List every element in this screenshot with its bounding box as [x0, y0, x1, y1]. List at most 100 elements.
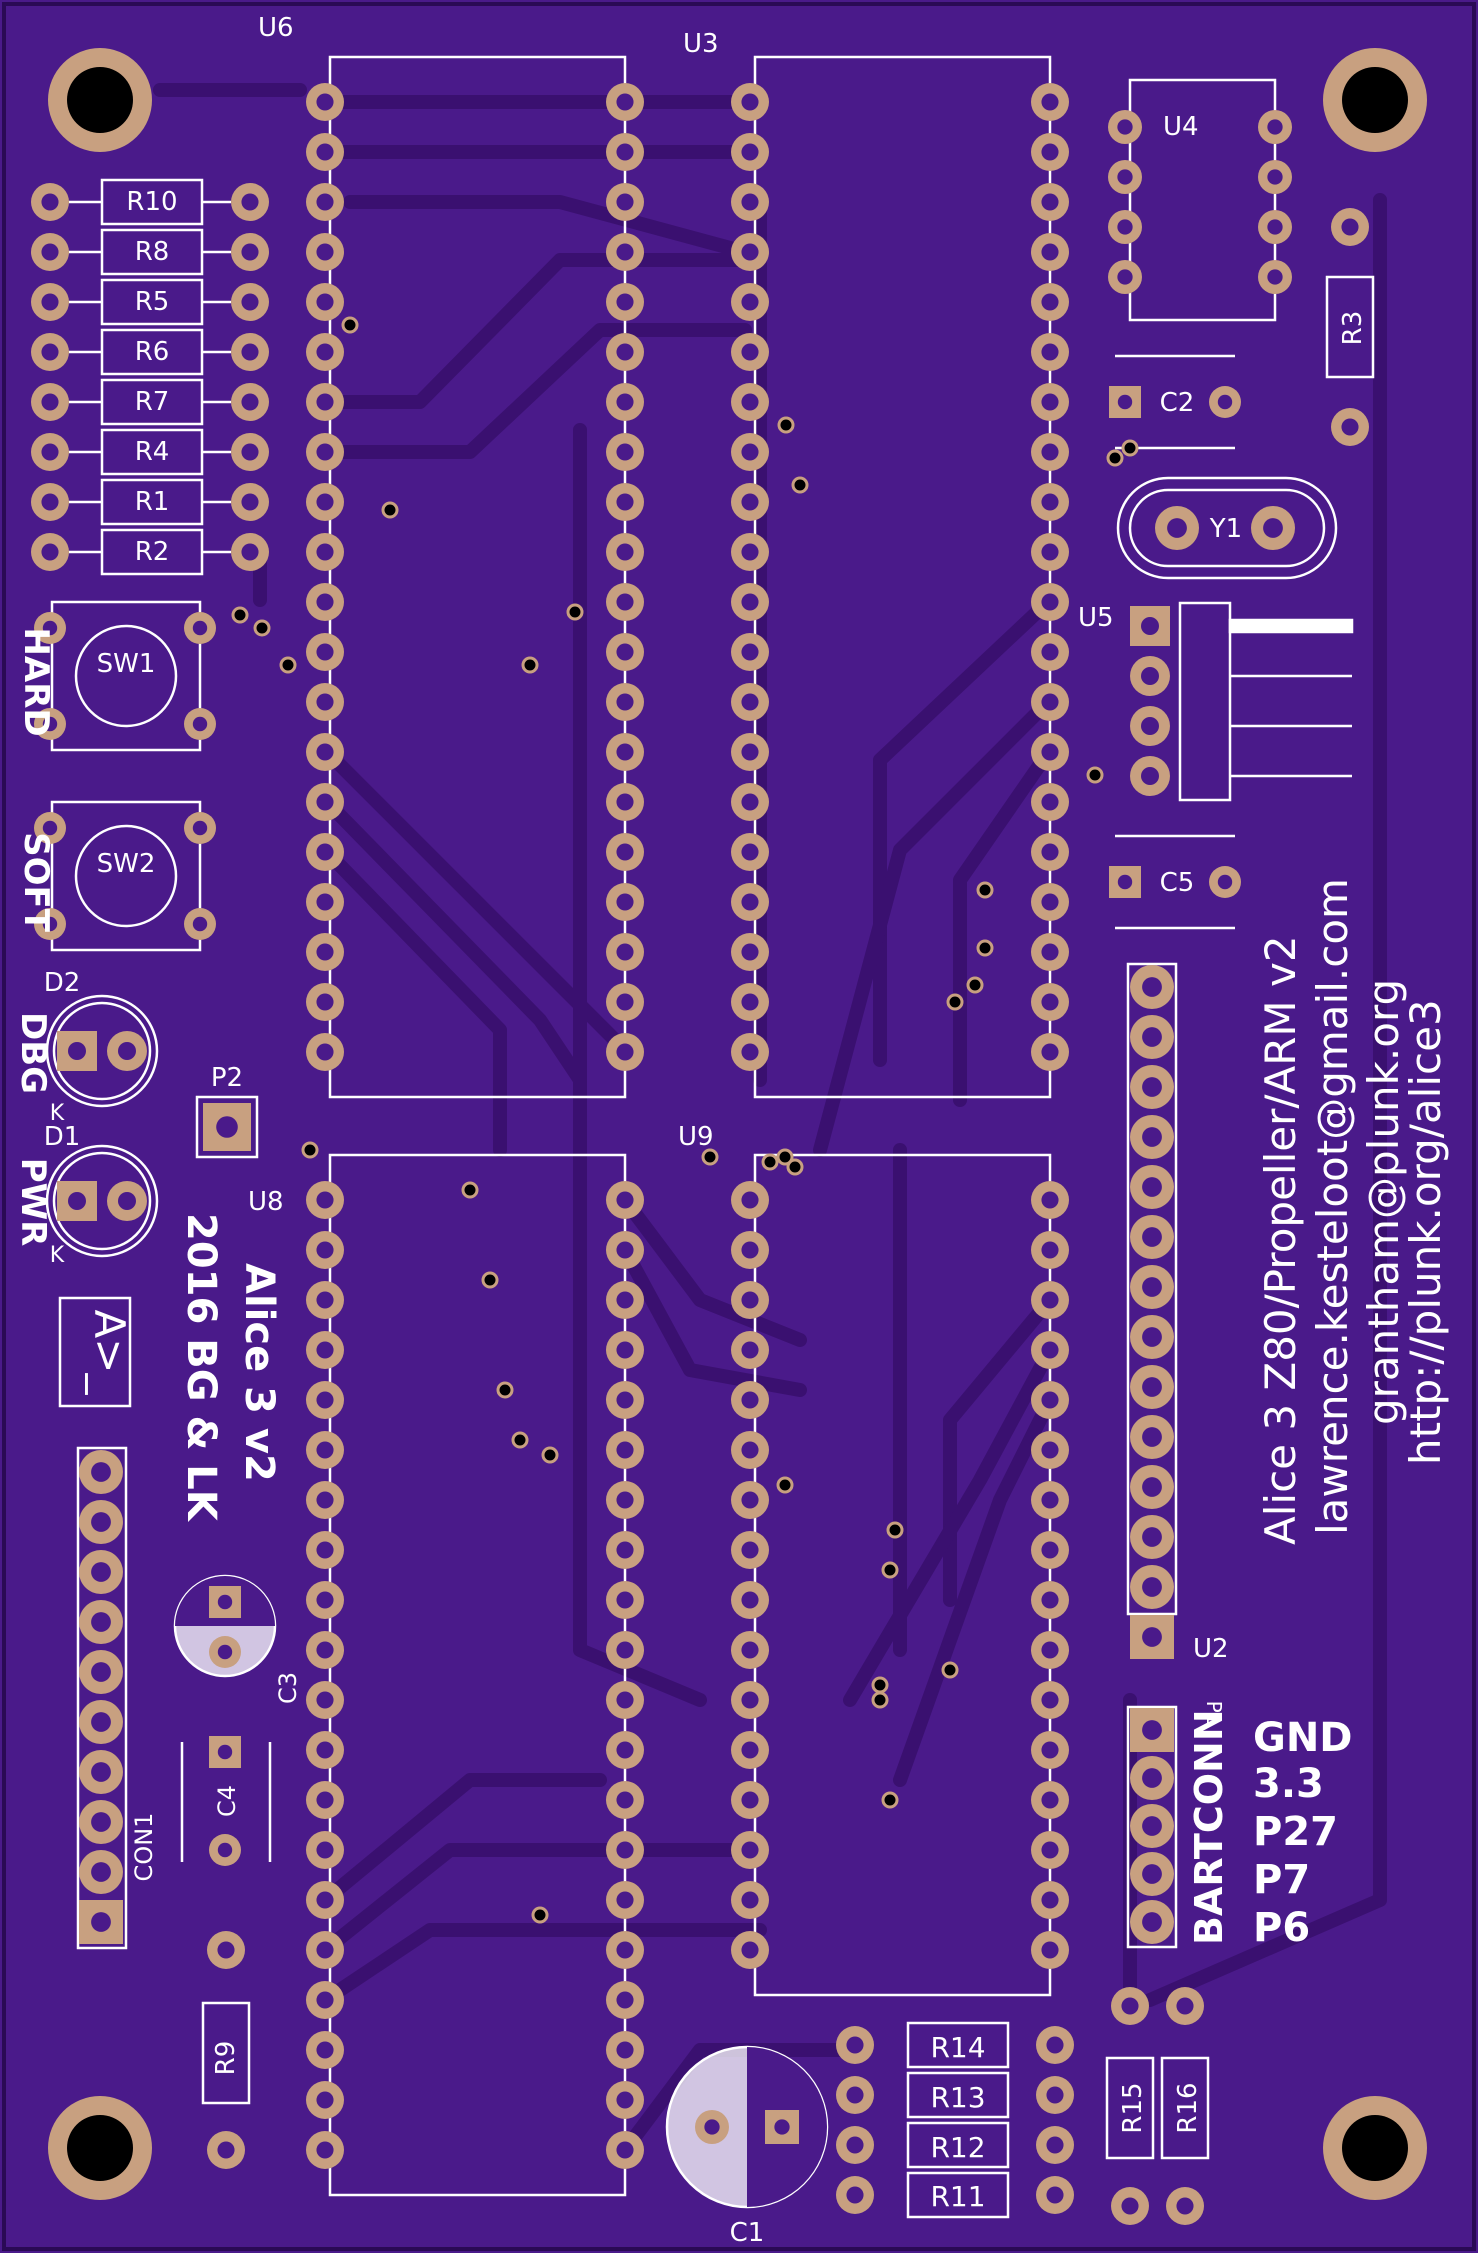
u3-pin-22-drill: [1041, 993, 1059, 1011]
r10-label: R10: [126, 187, 177, 217]
u9-pin-24-drill: [1041, 1591, 1059, 1609]
u3-pin-26-drill: [1041, 793, 1059, 811]
u2-pin-7-drill: [1142, 1327, 1162, 1347]
u6-label: U6: [258, 13, 294, 43]
via-21: [881, 1561, 899, 1579]
via-22: [871, 1676, 889, 1694]
u6-pin-27-drill: [616, 743, 634, 761]
trace-15: [893, 1393, 1057, 1787]
r-vert-a-0-drill: [1121, 1997, 1139, 2015]
r-bot-l-0-drill: [846, 2036, 864, 2054]
trace-5: [318, 743, 632, 1057]
mounting-hole-2: [67, 2115, 133, 2181]
via-29: [1121, 439, 1139, 457]
trace-7: [318, 843, 507, 1157]
u9-pin-23-drill: [1041, 1641, 1059, 1659]
u8-pin-29-drill: [616, 1741, 634, 1759]
u6-pin-15-drill: [316, 793, 334, 811]
u8-pin-37-drill: [616, 1341, 634, 1359]
u6-pin-23-drill: [616, 943, 634, 961]
sw2-c-drill: [42, 916, 58, 932]
hard-button-label: HARD: [16, 627, 56, 736]
r3-b-drill: [1341, 418, 1359, 436]
u9-pin-16-drill: [741, 1941, 759, 1959]
via-12: [701, 1148, 719, 1166]
u2-pin-1-drill: [1142, 1027, 1162, 1047]
u9-pin-30-drill: [1041, 1291, 1059, 1309]
trace-11: [618, 1193, 807, 1347]
u6-pin-28-drill: [616, 693, 634, 711]
p1-pin-1-drill: [1142, 1768, 1162, 1788]
p6-pin-label: P6: [1253, 1905, 1310, 1951]
via-0: [381, 501, 399, 519]
u9-pin-12-drill: [741, 1741, 759, 1759]
u2-outline: [1126, 962, 1178, 1616]
d2-ring-inner: [52, 1001, 152, 1101]
u9-outline: [753, 1153, 1052, 1997]
r-right-4-drill: [241, 393, 259, 411]
u3-pin-4-drill: [741, 243, 759, 261]
p1-pin-3-drill: [1142, 1864, 1162, 1884]
u3-pin-9-drill: [741, 493, 759, 511]
r14-label: R14: [930, 2031, 985, 2064]
u8-pin-21-drill: [616, 2141, 634, 2159]
via-31: [791, 476, 809, 494]
u3-pin-28-drill: [1041, 693, 1059, 711]
u6-pin-39-drill: [616, 143, 634, 161]
r-bot-body-1: [906, 2071, 1010, 2119]
u6-pin-18-drill: [316, 943, 334, 961]
u3-pin-15-drill: [741, 793, 759, 811]
via-27: [1086, 766, 1104, 784]
r-left-5-drill: [41, 443, 59, 461]
r-left-2-drill: [41, 293, 59, 311]
r-left-6-drill: [41, 493, 59, 511]
c4-label: C4: [213, 1785, 241, 1817]
u8-pin-20-drill: [316, 2141, 334, 2159]
u3-pin-3-drill: [741, 193, 759, 211]
u8-pin-10-drill: [316, 1641, 334, 1659]
c3-a-drill: [217, 1594, 233, 1610]
u6-pin-20-drill: [316, 1043, 334, 1061]
u9-pin-4-drill: [741, 1341, 759, 1359]
u9-pin-8-drill: [741, 1541, 759, 1559]
u2-pin-14-drill: [1142, 1627, 1162, 1647]
c2-label: C2: [1160, 388, 1195, 418]
u3-pin-24-drill: [1041, 893, 1059, 911]
d1-label: D1: [44, 1122, 81, 1152]
u3-outline: [753, 55, 1052, 1099]
u8-pin-15-drill: [316, 1891, 334, 1909]
u2-pin-8-drill: [1142, 1377, 1162, 1397]
via-6: [461, 1181, 479, 1199]
via-13: [761, 1153, 779, 1171]
u8-pin-24-drill: [616, 1991, 634, 2009]
c5-a-drill: [1117, 874, 1133, 890]
v33-pin-label: 3.3: [1253, 1761, 1324, 1807]
u8-pin-12-drill: [316, 1741, 334, 1759]
trace-3: [318, 253, 752, 409]
u3-pin-8-drill: [741, 443, 759, 461]
r-right-2-drill: [241, 293, 259, 311]
y1-outline-outer: [1116, 476, 1338, 580]
u3-pin-19-drill: [741, 993, 759, 1011]
u3-pin-30-drill: [1041, 593, 1059, 611]
r-bot-r-2-drill: [1046, 2136, 1064, 2154]
u4-outline: [1128, 78, 1277, 322]
via-23: [871, 1691, 889, 1709]
u9-pin-2-drill: [741, 1241, 759, 1259]
u8-pin-40-drill: [616, 1191, 634, 1209]
via-7: [481, 1271, 499, 1289]
u3-pin-20-drill: [741, 1043, 759, 1061]
u4-pin-l1-drill: [1117, 169, 1133, 185]
u6-pin-12-drill: [316, 643, 334, 661]
trace-4: [318, 323, 752, 459]
u9-pin-3-drill: [741, 1291, 759, 1309]
c1-b-drill: [774, 2119, 790, 2135]
u8-pin-9-drill: [316, 1591, 334, 1609]
u5-pin1-bar: [1228, 618, 1354, 634]
soft-button-label: SOFT: [16, 832, 56, 933]
r-left-3-drill: [41, 343, 59, 361]
via-20: [886, 1521, 904, 1539]
u8-pin-11-drill: [316, 1691, 334, 1709]
con1-pin-5-drill: [91, 1712, 111, 1732]
